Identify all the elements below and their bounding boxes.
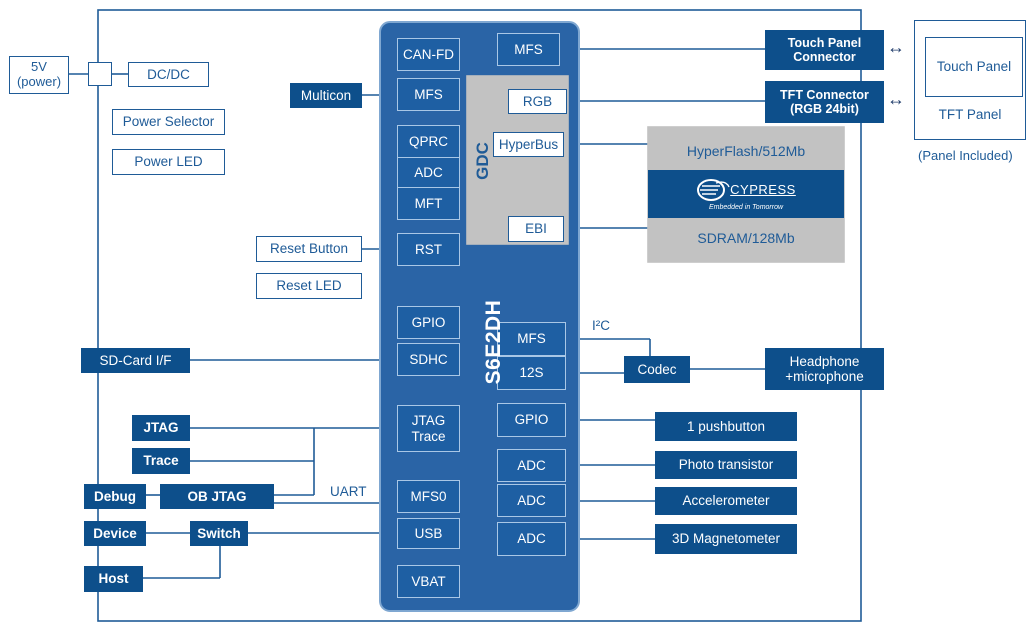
chip-cell-can-fd: CAN-FD xyxy=(397,38,460,71)
tft-panel-label: TFT Panel xyxy=(938,107,1002,122)
panel-included-note: (Panel Included) xyxy=(918,148,1013,163)
pushbutton-box: 1 pushbutton xyxy=(655,412,797,441)
headphone-box: Headphone +microphone xyxy=(765,348,884,390)
hyperflash-label: HyperFlash/512Mb xyxy=(686,143,806,159)
chip-cell-rst: RST xyxy=(397,233,460,266)
gdc-ebi: EBI xyxy=(508,216,564,242)
chip-cell-mfs0: MFS0 xyxy=(397,480,460,513)
double-arrow-touch: ↔ xyxy=(887,37,905,57)
tft-connector-box: TFT Connector (RGB 24bit) xyxy=(765,81,884,123)
cypress-logo-tagline: Embedded in Tomorrow xyxy=(708,203,784,211)
power-selector-box: Power Selector xyxy=(112,109,225,135)
chip-cell-jtag-trace: JTAG Trace xyxy=(397,405,460,452)
dcdc-box: DC/DC xyxy=(128,62,209,87)
chip-cell-qprc: QPRC xyxy=(397,125,460,158)
chip-cell-sdhc: SDHC xyxy=(397,343,460,376)
uart-label: UART xyxy=(330,484,367,499)
sdram-label: SDRAM/128Mb xyxy=(697,230,795,246)
device-box: Device xyxy=(84,521,146,546)
chip-cell-usb: USB xyxy=(397,518,460,549)
touch-panel-box: Touch Panel xyxy=(925,37,1023,97)
chip-cell-gpio2: GPIO xyxy=(497,403,566,437)
ob-jtag-box: OB JTAG xyxy=(160,484,274,509)
chip-cell-adc3: ADC xyxy=(497,522,566,556)
cypress-logo: CYPRESS xyxy=(696,178,796,202)
accelerometer-box: Accelerometer xyxy=(655,487,797,515)
chip-cell-adc1: ADC xyxy=(497,449,566,482)
chip-cell-mfs-i2c: MFS xyxy=(497,322,566,356)
switch-box: Switch xyxy=(190,521,248,546)
magnetometer-box: 3D Magnetometer xyxy=(655,524,797,554)
board-outline xyxy=(97,9,862,622)
power-led-box: Power LED xyxy=(112,149,225,175)
gdc-hyperbus: HyperBus xyxy=(493,132,564,157)
power-junction xyxy=(88,62,112,86)
chip-name: S6E2DH xyxy=(482,299,505,385)
reset-button-box: Reset Button xyxy=(256,236,362,262)
multicon-box: Multicon xyxy=(290,83,362,108)
sd-card-box: SD-Card I/F xyxy=(81,348,190,373)
cypress-logo-icon xyxy=(697,178,730,201)
i2c-label: I²C xyxy=(592,318,610,333)
gdc-rgb: RGB xyxy=(508,89,567,114)
chip-cell-adc2: ADC xyxy=(497,484,566,517)
debug-box: Debug xyxy=(84,484,146,509)
chip-cell-i2s: 12S xyxy=(497,356,566,390)
chip-cell-mft: MFT xyxy=(397,187,460,220)
touch-panel-connector-box: Touch Panel Connector xyxy=(765,30,884,70)
reset-led-box: Reset LED xyxy=(256,273,362,299)
power-input-box: 5V (power) xyxy=(9,56,69,94)
cypress-logo-text: CYPRESS xyxy=(730,182,796,197)
photo-transistor-box: Photo transistor xyxy=(655,451,797,479)
codec-box: Codec xyxy=(624,356,690,383)
chip-cell-mfs-top: MFS xyxy=(497,33,560,66)
host-box: Host xyxy=(84,566,143,592)
trace-box: Trace xyxy=(132,448,190,474)
chip-cell-adc: ADC xyxy=(397,157,460,188)
chip-cell-gpio: GPIO xyxy=(397,306,460,339)
chip-cell-vbat: VBAT xyxy=(397,565,460,598)
double-arrow-tft: ↔ xyxy=(887,89,905,109)
cypress-logo-band: CYPRESS Embedded in Tomorrow xyxy=(648,170,844,218)
chip-cell-mfs-multicon: MFS xyxy=(397,78,460,111)
jtag-box: JTAG xyxy=(132,415,190,441)
